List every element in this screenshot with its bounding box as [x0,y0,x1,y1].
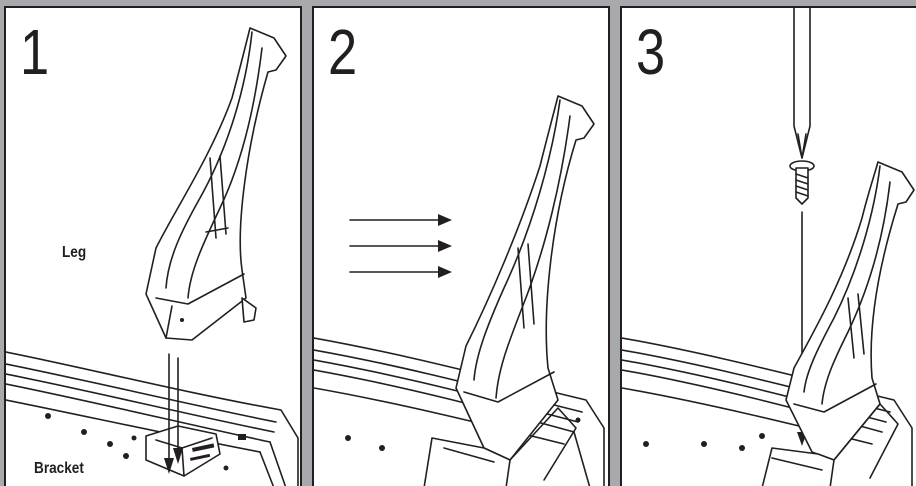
step-2-number: 2 [328,16,358,88]
step-1-number: 1 [20,16,50,88]
base-rail-1 [6,363,277,423]
base-rail-outer [6,351,299,486]
bracket-shape [761,447,835,486]
bracket-label: Bracket [34,460,84,477]
step-3-panel: 3 [620,6,916,486]
base-rail-4 [6,399,261,453]
step-1-illustration [6,27,299,486]
leg-knob [241,297,257,323]
bracket-shape [423,437,511,486]
base-rail-2 [6,373,275,433]
step-3-illustration [622,8,915,486]
leg-body [455,95,595,461]
arrow-head-2 [173,448,183,464]
step-3-number: 3 [636,16,666,88]
leg-label: Leg [62,244,87,261]
step-2-illustration [314,95,605,486]
base-rail-3 [6,383,271,443]
step-2-panel: 2 [312,6,610,486]
arrow-head-1 [164,458,174,474]
step-1-panel: 1 Leg Bracket [4,6,302,486]
leg-body [145,27,287,341]
screwdriver [793,8,811,159]
